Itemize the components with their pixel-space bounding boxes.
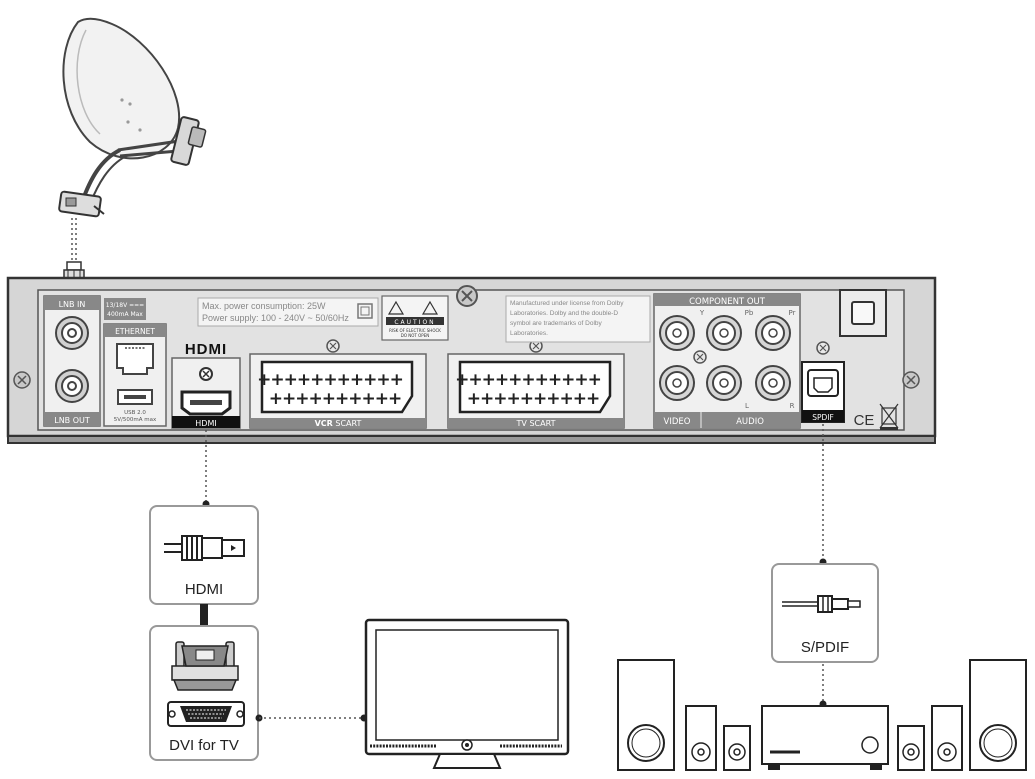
av-receiver-icon xyxy=(761,705,889,770)
spdif-port-label: SPDIF xyxy=(812,413,834,422)
svg-text:+++++++++++: +++++++++++ xyxy=(455,370,601,390)
lnb-in-label: LNB IN xyxy=(59,300,86,309)
svg-text:symbol are trademarks of Dolby: symbol are trademarks of Dolby xyxy=(510,320,603,327)
svg-text:CAUTION: CAUTION xyxy=(394,319,435,326)
hdmi-port-label: HDMI xyxy=(195,419,216,428)
ethernet-label: ETHERNET xyxy=(115,327,155,336)
svg-text:DO NOT OPEN: DO NOT OPEN xyxy=(401,333,429,338)
svg-text:L: L xyxy=(745,402,749,410)
speaker-icon xyxy=(931,705,963,771)
svg-text:Max. power consumption: 25W: Max. power consumption: 25W xyxy=(202,301,326,311)
svg-text:Laboratories. Dolby and the do: Laboratories. Dolby and the double-D xyxy=(510,310,618,317)
hdmi-cable-icon xyxy=(164,535,245,561)
tv-icon xyxy=(364,618,570,769)
optical-cable-icon xyxy=(782,595,861,613)
dolby-notice: Manufactured under license from Dolby La… xyxy=(505,295,651,343)
speaker-icon xyxy=(617,659,675,771)
svg-text:Manufactured under license fro: Manufactured under license from Dolby xyxy=(510,300,624,307)
rca-jack-icon xyxy=(755,365,791,401)
svg-text:USB 2.0: USB 2.0 xyxy=(124,410,146,416)
power-switch xyxy=(839,289,887,337)
spdif-port-panel: SPDIF xyxy=(801,341,845,423)
hdmi-cable-box: HDMI xyxy=(149,505,259,605)
ethernet-port-icon xyxy=(116,343,154,375)
svg-text:Laboratories.: Laboratories. xyxy=(510,330,548,337)
weee-bin-icon xyxy=(879,403,899,430)
svg-text:RISK OF ELECTRIC SHOCK: RISK OF ELECTRIC SHOCK xyxy=(389,328,441,333)
rca-jack-icon xyxy=(659,315,695,351)
svg-text:Pb: Pb xyxy=(745,309,754,317)
rca-jack-icon xyxy=(659,365,695,401)
component-out-label: COMPONENT OUT xyxy=(689,297,766,307)
power-spec-label: Max. power consumption: 25W Power supply… xyxy=(197,297,379,327)
tv-scart-label: TV SCART xyxy=(516,419,556,428)
lnb-spec-badge: 13/18V === 400mA Max xyxy=(104,298,146,320)
component-out-ports: COMPONENT OUT Y Pb Pr xyxy=(653,293,801,429)
hdmi-cable-label: HDMI xyxy=(185,581,223,598)
svg-text:R: R xyxy=(790,402,795,410)
dvi-connector-icon xyxy=(167,641,245,727)
svg-text:++++++++++: ++++++++++ xyxy=(269,389,401,409)
satellite-dish-icon xyxy=(58,17,207,218)
svg-text:13/18V ===: 13/18V === xyxy=(106,302,144,309)
svg-text:400mA Max: 400mA Max xyxy=(107,311,143,318)
vcr-scart-label: VCR xyxy=(315,419,333,428)
svg-text:5V/500mA max: 5V/500mA max xyxy=(114,417,157,423)
hdmi-logo: HDMI xyxy=(185,341,227,358)
hdmi-port-panel: HDMI HDMI xyxy=(171,341,241,429)
rca-jack-icon xyxy=(706,365,742,401)
home-theater-system xyxy=(617,659,1027,771)
spdif-cable-label: S/PDIF xyxy=(801,639,849,656)
ethernet-usb-ports: ETHERNET USB 2.0 5V/500mA max xyxy=(103,323,167,427)
dvi-label: DVI for TV xyxy=(169,737,239,754)
speaker-icon xyxy=(723,725,751,771)
audio-label: AUDIO xyxy=(736,417,764,427)
spdif-cable-box: S/PDIF xyxy=(771,563,879,663)
lnb-ports: LNB IN LNB OUT xyxy=(43,295,101,427)
video-label: VIDEO xyxy=(664,417,691,427)
rca-jack-icon xyxy=(706,315,742,351)
ce-mark: CE xyxy=(854,412,875,429)
vcr-scart-port: +++++++++++ ++++++++++ VCR SCART xyxy=(249,339,427,429)
svg-text:Y: Y xyxy=(699,309,705,317)
speaker-icon xyxy=(969,659,1027,771)
svg-text:VCR SCART: VCR SCART xyxy=(315,419,362,428)
speaker-icon xyxy=(685,705,717,771)
usb-port-icon xyxy=(117,389,153,405)
speaker-icon xyxy=(897,725,925,771)
tv-scart-port: +++++++++++ ++++++++++ TV SCART xyxy=(447,339,625,429)
warning-icon xyxy=(421,300,439,315)
dvi-adapter-box: DVI for TV xyxy=(149,625,259,761)
rca-jack-icon xyxy=(755,315,791,351)
svg-text:+++++++++++: +++++++++++ xyxy=(257,370,403,390)
warning-icon xyxy=(387,300,405,315)
svg-text:Power supply: 100 - 240V ~ 50/: Power supply: 100 - 240V ~ 50/60Hz xyxy=(202,313,349,323)
svg-text:++++++++++: ++++++++++ xyxy=(467,389,599,409)
svg-text:Pr: Pr xyxy=(789,309,796,317)
lnb-out-label: LNB OUT xyxy=(54,416,90,425)
caution-label: CAUTION RISK OF ELECTRIC SHOCK DO NOT OP… xyxy=(381,295,449,341)
